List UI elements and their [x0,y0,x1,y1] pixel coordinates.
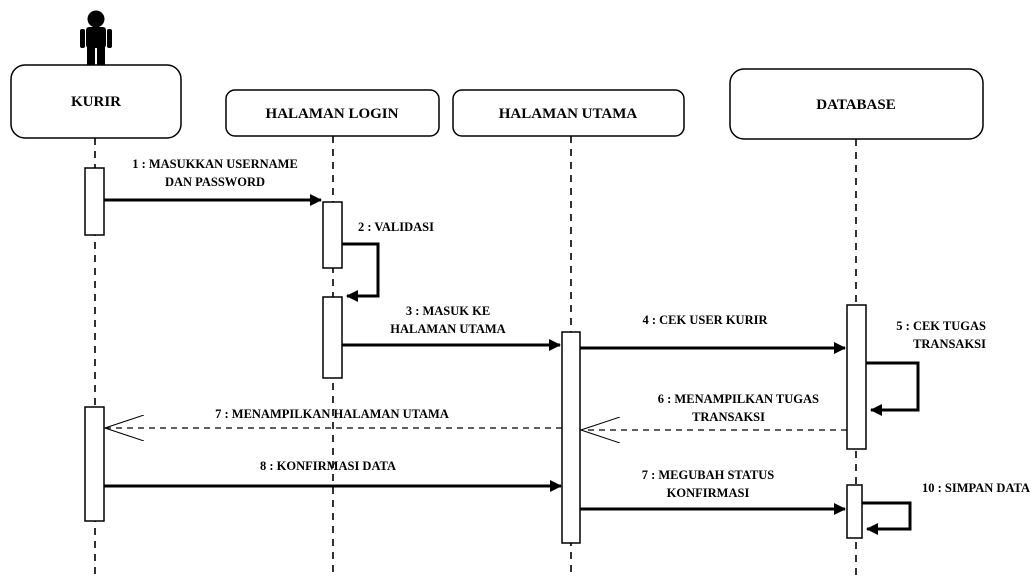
message-5: 5 : CEK TUGAS TRANSAKSI [866,319,986,416]
message-3-line-2: HALAMAN UTAMA [390,322,505,336]
message-1-line-2: DAN PASSWORD [165,175,265,189]
message-7-return: 7 : MENAMPILKAN HALAMAN UTAMA [105,407,562,428]
message-5-line-1: 5 : CEK TUGAS [896,319,986,333]
activation-kurir-1 [84,167,105,236]
message-2-line-1: 2 : VALIDASI [358,220,434,234]
message-10-line-1: 10 : SIMPAN DATA [922,481,1030,495]
message-3-line-1: 3 : MASUK KE [406,304,490,318]
message-4-line-1: 4 : CEK USER KURIR [642,313,768,327]
message-2: 2 : VALIDASI [342,220,434,302]
lifelines [94,136,857,578]
actor-person-icon [80,10,112,66]
participant-database: DATABASE [729,68,984,140]
message-7-update-line-1: 7 : MEGUBAH STATUS [642,468,775,482]
message-6-line-1: 6 : MENAMPILKAN TUGAS [658,392,819,406]
message-8-line-1: 8 : KONFIRMASI DATA [260,459,396,473]
participant-database-label: DATABASE [816,97,895,113]
message-7-update: 7 : MEGUBAH STATUS KONFIRMASI [580,468,846,515]
message-4: 4 : CEK USER KURIR [580,313,846,354]
activation-bars [84,167,867,544]
message-7-return-line-1: 7 : MENAMPILKAN HALAMAN UTAMA [215,407,449,421]
participant-halaman-login-label: HALAMAN LOGIN [266,106,399,122]
activation-utama [561,331,581,544]
message-10: 10 : SIMPAN DATA [862,481,1030,535]
activation-login-1 [322,201,343,269]
activation-kurir-2 [84,406,105,522]
participant-kurir-label: KURIR [71,94,121,110]
participant-halaman-utama-label: HALAMAN UTAMA [499,106,638,122]
participant-halaman-login: HALAMAN LOGIN [225,89,440,137]
participant-halaman-utama: HALAMAN UTAMA [452,89,685,137]
message-5-line-2: TRANSAKSI [913,337,986,351]
activation-database-1 [846,304,867,450]
message-3: 3 : MASUK KE HALAMAN UTAMA [342,304,561,351]
message-1-line-1: 1 : MASUKKAN USERNAME [132,157,298,171]
participant-kurir: KURIR [10,64,182,139]
message-8: 8 : KONFIRMASI DATA [104,459,562,492]
activation-database-2 [846,484,863,539]
message-6-line-2: TRANSAKSI [692,410,765,424]
activation-login-2 [322,296,343,379]
message-7-update-line-2: KONFIRMASI [667,486,750,500]
message-1: 1 : MASUKKAN USERNAME DAN PASSWORD [104,157,322,206]
message-6: 6 : MENAMPILKAN TUGAS TRANSAKSI [581,392,847,430]
